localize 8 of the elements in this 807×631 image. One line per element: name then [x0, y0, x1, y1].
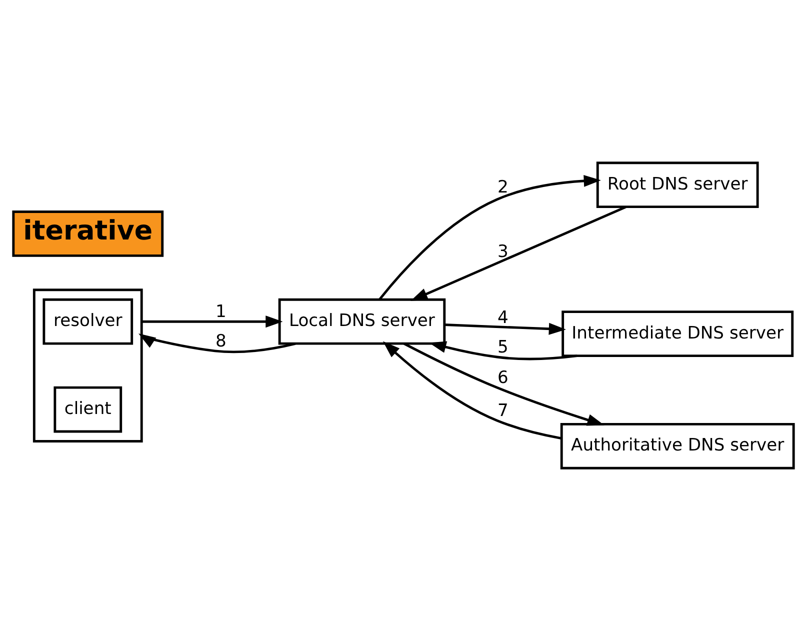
edge-label: 7 — [498, 400, 508, 421]
edge-label: 6 — [498, 368, 508, 388]
edge-label: 3 — [498, 242, 508, 262]
edge-label: 4 — [498, 308, 508, 328]
edge-label: 8 — [216, 331, 226, 352]
edge-label: 2 — [498, 177, 508, 198]
edge-label: 1 — [216, 302, 226, 322]
edge-label: 5 — [498, 337, 508, 358]
